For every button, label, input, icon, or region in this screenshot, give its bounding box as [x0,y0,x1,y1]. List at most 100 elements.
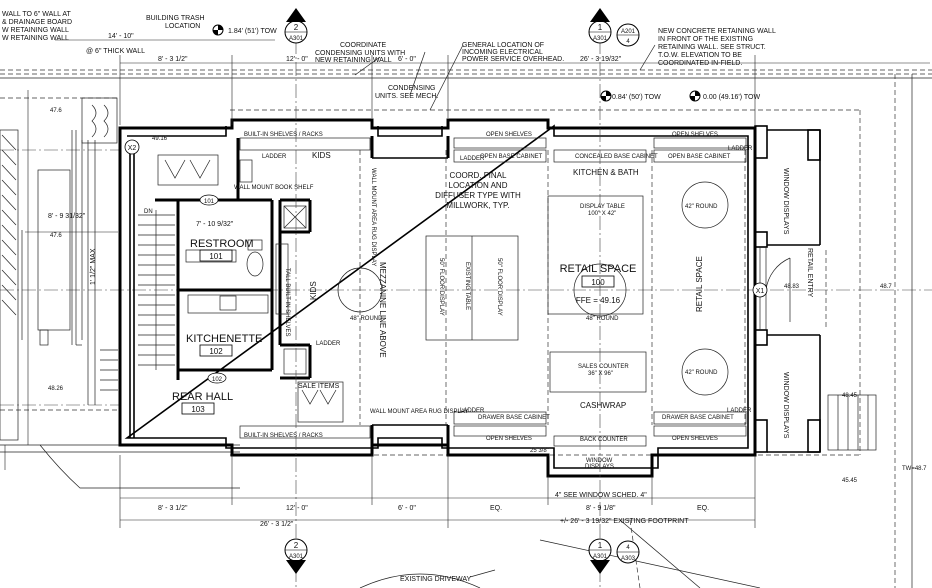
trash-enclosure [81,97,118,144]
svg-text:MILLWORK, TYP.: MILLWORK, TYP. [446,201,509,210]
svg-text:A301: A301 [593,554,608,560]
svg-text:EXISTING TABLE: EXISTING TABLE [464,262,470,310]
svg-text:@ 6" THICK WALL: @ 6" THICK WALL [86,48,145,55]
svg-text:DIFFUSER TYPE WITH: DIFFUSER TYPE WITH [435,191,521,200]
svg-text:2: 2 [294,541,299,550]
svg-text:47.6: 47.6 [50,233,62,239]
top-dimension-text: 14' - 10" 8' - 3 1/2" 12' - 0" 6' - 0" 2… [108,33,622,63]
svg-text:BACK COUNTER: BACK COUNTER [580,437,628,443]
svg-text:SALES COUNTER: SALES COUNTER [578,364,629,370]
svg-text:48" ROUND: 48" ROUND [586,316,619,322]
svg-text:102: 102 [209,347,223,356]
svg-text:LADDER: LADDER [727,408,752,414]
svg-text:LADDER: LADDER [460,408,485,414]
svg-text:POWER SERVICE OVERHEAD.: POWER SERVICE OVERHEAD. [462,56,564,63]
svg-text:0.84' (50') TOW: 0.84' (50') TOW [612,94,661,101]
svg-text:50" FLOOR DISPLAY: 50" FLOOR DISPLAY [438,258,444,316]
svg-text:EQ.: EQ. [697,505,709,512]
svg-text:UNITS. SEE MECH.: UNITS. SEE MECH. [375,93,438,100]
tow-markers [212,24,701,102]
svg-text:DISPLAYS: DISPLAYS [585,464,614,470]
fixtures [157,154,344,423]
svg-text:X1: X1 [756,288,765,295]
building-walls [118,118,821,478]
svg-text:RETAIL SPACE: RETAIL SPACE [560,263,637,275]
svg-text:KIDS: KIDS [309,281,318,300]
svg-text:4: 4 [626,39,630,45]
svg-text:LADDER: LADDER [262,154,287,160]
svg-text:GENERAL LOCATION OF: GENERAL LOCATION OF [462,42,544,49]
svg-text:1: 1 [598,541,603,550]
svg-text:0.00 (49.16') TOW: 0.00 (49.16') TOW [703,94,760,101]
svg-text:CONDENSING UNITS WITH: CONDENSING UNITS WITH [315,50,405,57]
svg-text:TW=48.7: TW=48.7 [902,466,927,472]
svg-text:LADDER: LADDER [728,146,753,152]
svg-text:NEW CONCRETE RETAINING WALL: NEW CONCRETE RETAINING WALL [658,28,776,35]
svg-text:W RETAINING WALL: W RETAINING WALL [2,27,69,34]
bottom-dimension-text: 8' - 3 1/2" 12' - 0" 6' - 0" EQ. 8' - 9 … [158,505,709,528]
svg-text:CONCEALED BASE CABINET: CONCEALED BASE CABINET [575,154,658,160]
svg-text:COORDINATED IN-FIELD.: COORDINATED IN-FIELD. [658,60,742,67]
svg-text:TALL BUILT-IN SHELVES: TALL BUILT-IN SHELVES [284,268,290,336]
leaders [354,44,656,578]
svg-text:COORD. FINAL: COORD. FINAL [450,171,507,180]
svg-text:7' - 10 9/32": 7' - 10 9/32" [196,221,234,228]
room-tag-rear-hall: REAR HALL 103 [172,391,233,415]
svg-text:DISPLAY TABLE: DISPLAY TABLE [580,204,625,210]
section-marker-bottom-left: 2 A301 [284,538,308,574]
svg-text:DRAWER BASE CABINET: DRAWER BASE CABINET [478,415,550,421]
svg-text:LOCATION AND: LOCATION AND [449,181,508,190]
svg-text:1: 1 [598,23,603,32]
svg-text:26' - 3 1/2": 26' - 3 1/2" [260,521,294,528]
grid-bubble-x2: X2 [124,139,140,155]
svg-text:6' - 0": 6' - 0" [398,56,416,63]
svg-text:42" ROUND: 42" ROUND [685,370,718,376]
svg-text:WINDOW DISPLAYS: WINDOW DISPLAYS [782,168,789,235]
svg-text:BUILT-IN SHELVES / RACKS: BUILT-IN SHELVES / RACKS [244,433,323,439]
svg-text:T.O.W. ELEVATION TO BE: T.O.W. ELEVATION TO BE [658,52,742,59]
svg-text:8' - 9 1/8": 8' - 9 1/8" [586,505,616,512]
svg-text:INCOMING ELECTRICAL: INCOMING ELECTRICAL [462,49,543,56]
svg-text:102: 102 [212,377,223,383]
svg-text:CONDENSING: CONDENSING [388,85,435,92]
svg-text:+/- 26' - 3 19/32" EXISTING FO: +/- 26' - 3 19/32" EXISTING FOOTPRINT [560,518,689,525]
svg-text:1.84' (51') TOW: 1.84' (51') TOW [228,28,277,35]
svg-text:101: 101 [209,252,223,261]
svg-text:W RETAINING WALL: W RETAINING WALL [2,35,69,42]
svg-text:6' - 0": 6' - 0" [398,505,416,512]
svg-text:LOCATION: LOCATION [165,23,200,30]
svg-text:EQ.: EQ. [490,505,502,512]
svg-text:DRAWER BASE CABINET: DRAWER BASE CABINET [662,415,734,421]
elevation-marker-bottom: 4 A303 [616,540,640,564]
svg-text:SALE ITEMS: SALE ITEMS [298,383,340,390]
svg-text:8' - 9 31/32": 8' - 9 31/32" [48,213,86,220]
svg-text:FFE = 49.16: FFE = 49.16 [576,296,621,305]
section-marker-top-mid: 1 A301 [588,8,612,44]
svg-text:RETAIL ENTRY: RETAIL ENTRY [806,248,813,298]
svg-text:OPEN SHELVES: OPEN SHELVES [672,132,718,138]
svg-text:A301: A301 [289,36,304,42]
svg-text:REAR HALL: REAR HALL [172,391,233,403]
svg-text:WALL MOUNT AREA RUG DISPLAY: WALL MOUNT AREA RUG DISPLAY [370,168,376,266]
svg-text:EXISTING DRIVEWAY: EXISTING DRIVEWAY [400,576,472,583]
svg-text:48" ROUND: 48" ROUND [350,316,383,322]
room-tag-kitchenette: KITCHENETTE 102 [186,333,262,357]
svg-text:WALL MOUNT BOOK SHELF: WALL MOUNT BOOK SHELF [234,185,314,191]
svg-text:49.16: 49.16 [152,136,168,142]
svg-text:MEZZANINE LINE ABOVE: MEZZANINE LINE ABOVE [378,262,387,358]
svg-text:48.83: 48.83 [784,284,800,290]
svg-text:100: 100 [591,278,605,287]
stair-hatch [1,134,17,316]
toilet-icon [246,251,264,277]
door-tags: 101 102 [199,194,227,384]
svg-text:WINDOW: WINDOW [586,458,613,464]
svg-text:50" FLOOR DISPLAY: 50" FLOOR DISPLAY [496,258,502,316]
millwork [239,40,747,588]
svg-text:48.26: 48.26 [48,386,64,392]
svg-text:8' - 3 1/2": 8' - 3 1/2" [158,56,188,63]
svg-text:2: 2 [294,23,299,32]
svg-text:4" SEE WINDOW SCHED. 4": 4" SEE WINDOW SCHED. 4" [555,492,647,499]
svg-text:CASHWRAP: CASHWRAP [580,401,626,410]
section-marker-bottom-mid: 1 A301 [588,538,612,574]
